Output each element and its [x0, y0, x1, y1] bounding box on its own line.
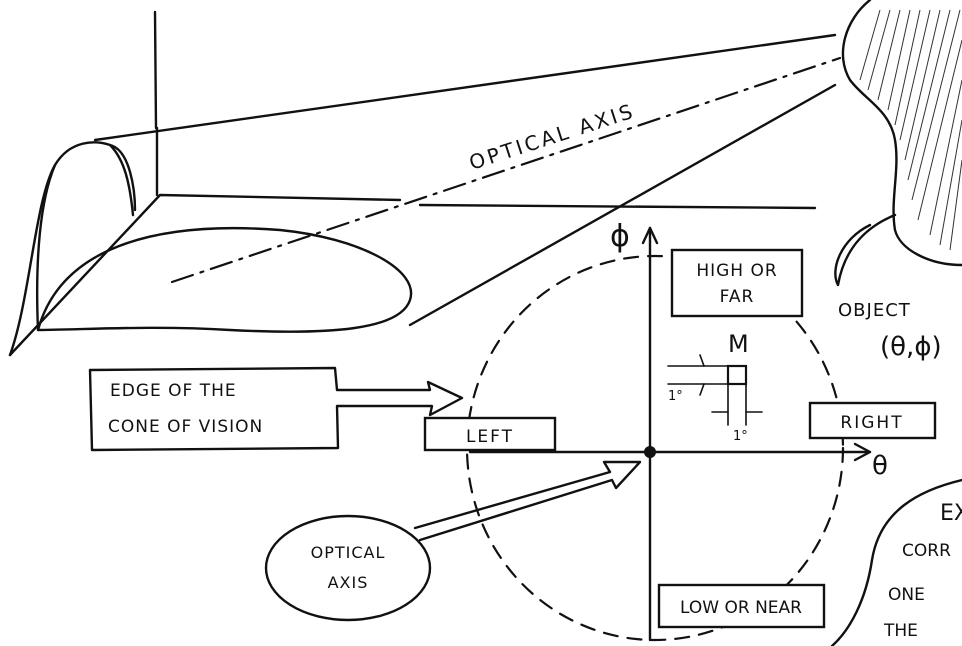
optical-axis-line	[172, 58, 840, 282]
edge-label-line2: CONE OF VISION	[108, 417, 263, 437]
observer-nose	[835, 215, 895, 285]
m-dim-horizontal-lines	[668, 366, 728, 384]
m-dim-vertical-arrows	[700, 355, 704, 395]
horizon-line	[420, 205, 815, 208]
origin-dot	[644, 446, 656, 458]
phi-label: ϕ	[610, 219, 630, 254]
high-or-far-label-line2: FAR	[720, 287, 755, 307]
observer-head-shape	[843, 0, 962, 265]
object-label: OBJECT	[838, 300, 911, 321]
m-square	[728, 366, 746, 384]
cut-text-line4: THE	[883, 621, 918, 641]
right-label: RIGHT	[840, 413, 903, 433]
object-coords-label: (θ,ϕ)	[880, 332, 942, 362]
m-label: M	[728, 330, 749, 358]
optical-axis-bubble-arrow	[415, 462, 640, 540]
cone-top-edge	[95, 35, 835, 140]
theta-label: θ	[872, 451, 888, 481]
cone-base-ellipse	[38, 228, 411, 332]
high-or-far-label-line1: HIGH OR	[696, 261, 777, 281]
low-or-near-label: LOW OR NEAR	[680, 598, 802, 618]
m-dim-vertical-lines	[728, 384, 746, 425]
one-degree-vertical-label: 1°	[668, 389, 683, 404]
optical-axis-bubble	[266, 516, 430, 620]
cut-text-line2: CORR	[902, 541, 951, 561]
cone-head-left-curve	[37, 165, 55, 330]
optical-axis-label: OPTICAL AXIS	[466, 98, 638, 174]
left-label: LEFT	[466, 427, 514, 447]
optical-axis-bubble-line2: AXIS	[328, 573, 369, 592]
one-degree-horizontal-label: 1°	[733, 429, 748, 444]
observer-hatching	[860, 10, 962, 250]
optical-axis-bubble-line1: OPTICAL	[311, 543, 386, 562]
floor-line	[10, 195, 400, 355]
cut-text-line3: ONE	[888, 585, 925, 605]
cut-text-line1: EX	[940, 501, 962, 526]
edge-label-line1: EDGE OF THE	[110, 381, 237, 401]
wall-edge-line	[155, 12, 156, 128]
